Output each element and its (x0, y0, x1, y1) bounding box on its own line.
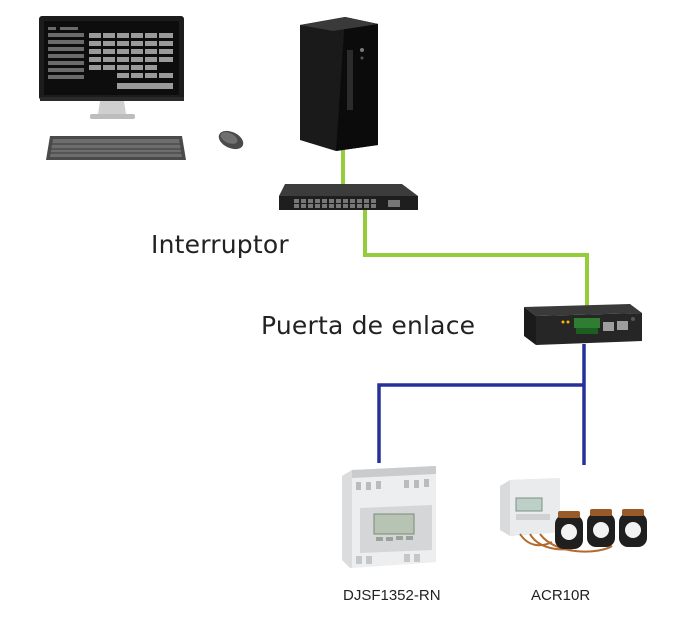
bus-meter1-link (377, 383, 584, 463)
gateway-icon (524, 304, 642, 345)
meter2-label: ACR10R (531, 587, 591, 604)
network-switch-icon (279, 184, 418, 210)
ethernet-lines (341, 150, 589, 306)
mouse-icon (218, 130, 244, 150)
switch-label: Interruptor (151, 230, 289, 259)
current-transformer-meter-icon (500, 478, 647, 553)
din-rail-meter-icon (342, 466, 436, 568)
meter1-label: DJSF1352-RN (343, 587, 441, 604)
switch-gateway-link (363, 208, 589, 306)
gateway-label: Puerta de enlace (261, 311, 476, 340)
rs485-lines (377, 344, 586, 465)
server-tower-icon (300, 17, 378, 151)
keyboard-icon (46, 136, 186, 160)
computer-monitor-icon (39, 16, 184, 119)
